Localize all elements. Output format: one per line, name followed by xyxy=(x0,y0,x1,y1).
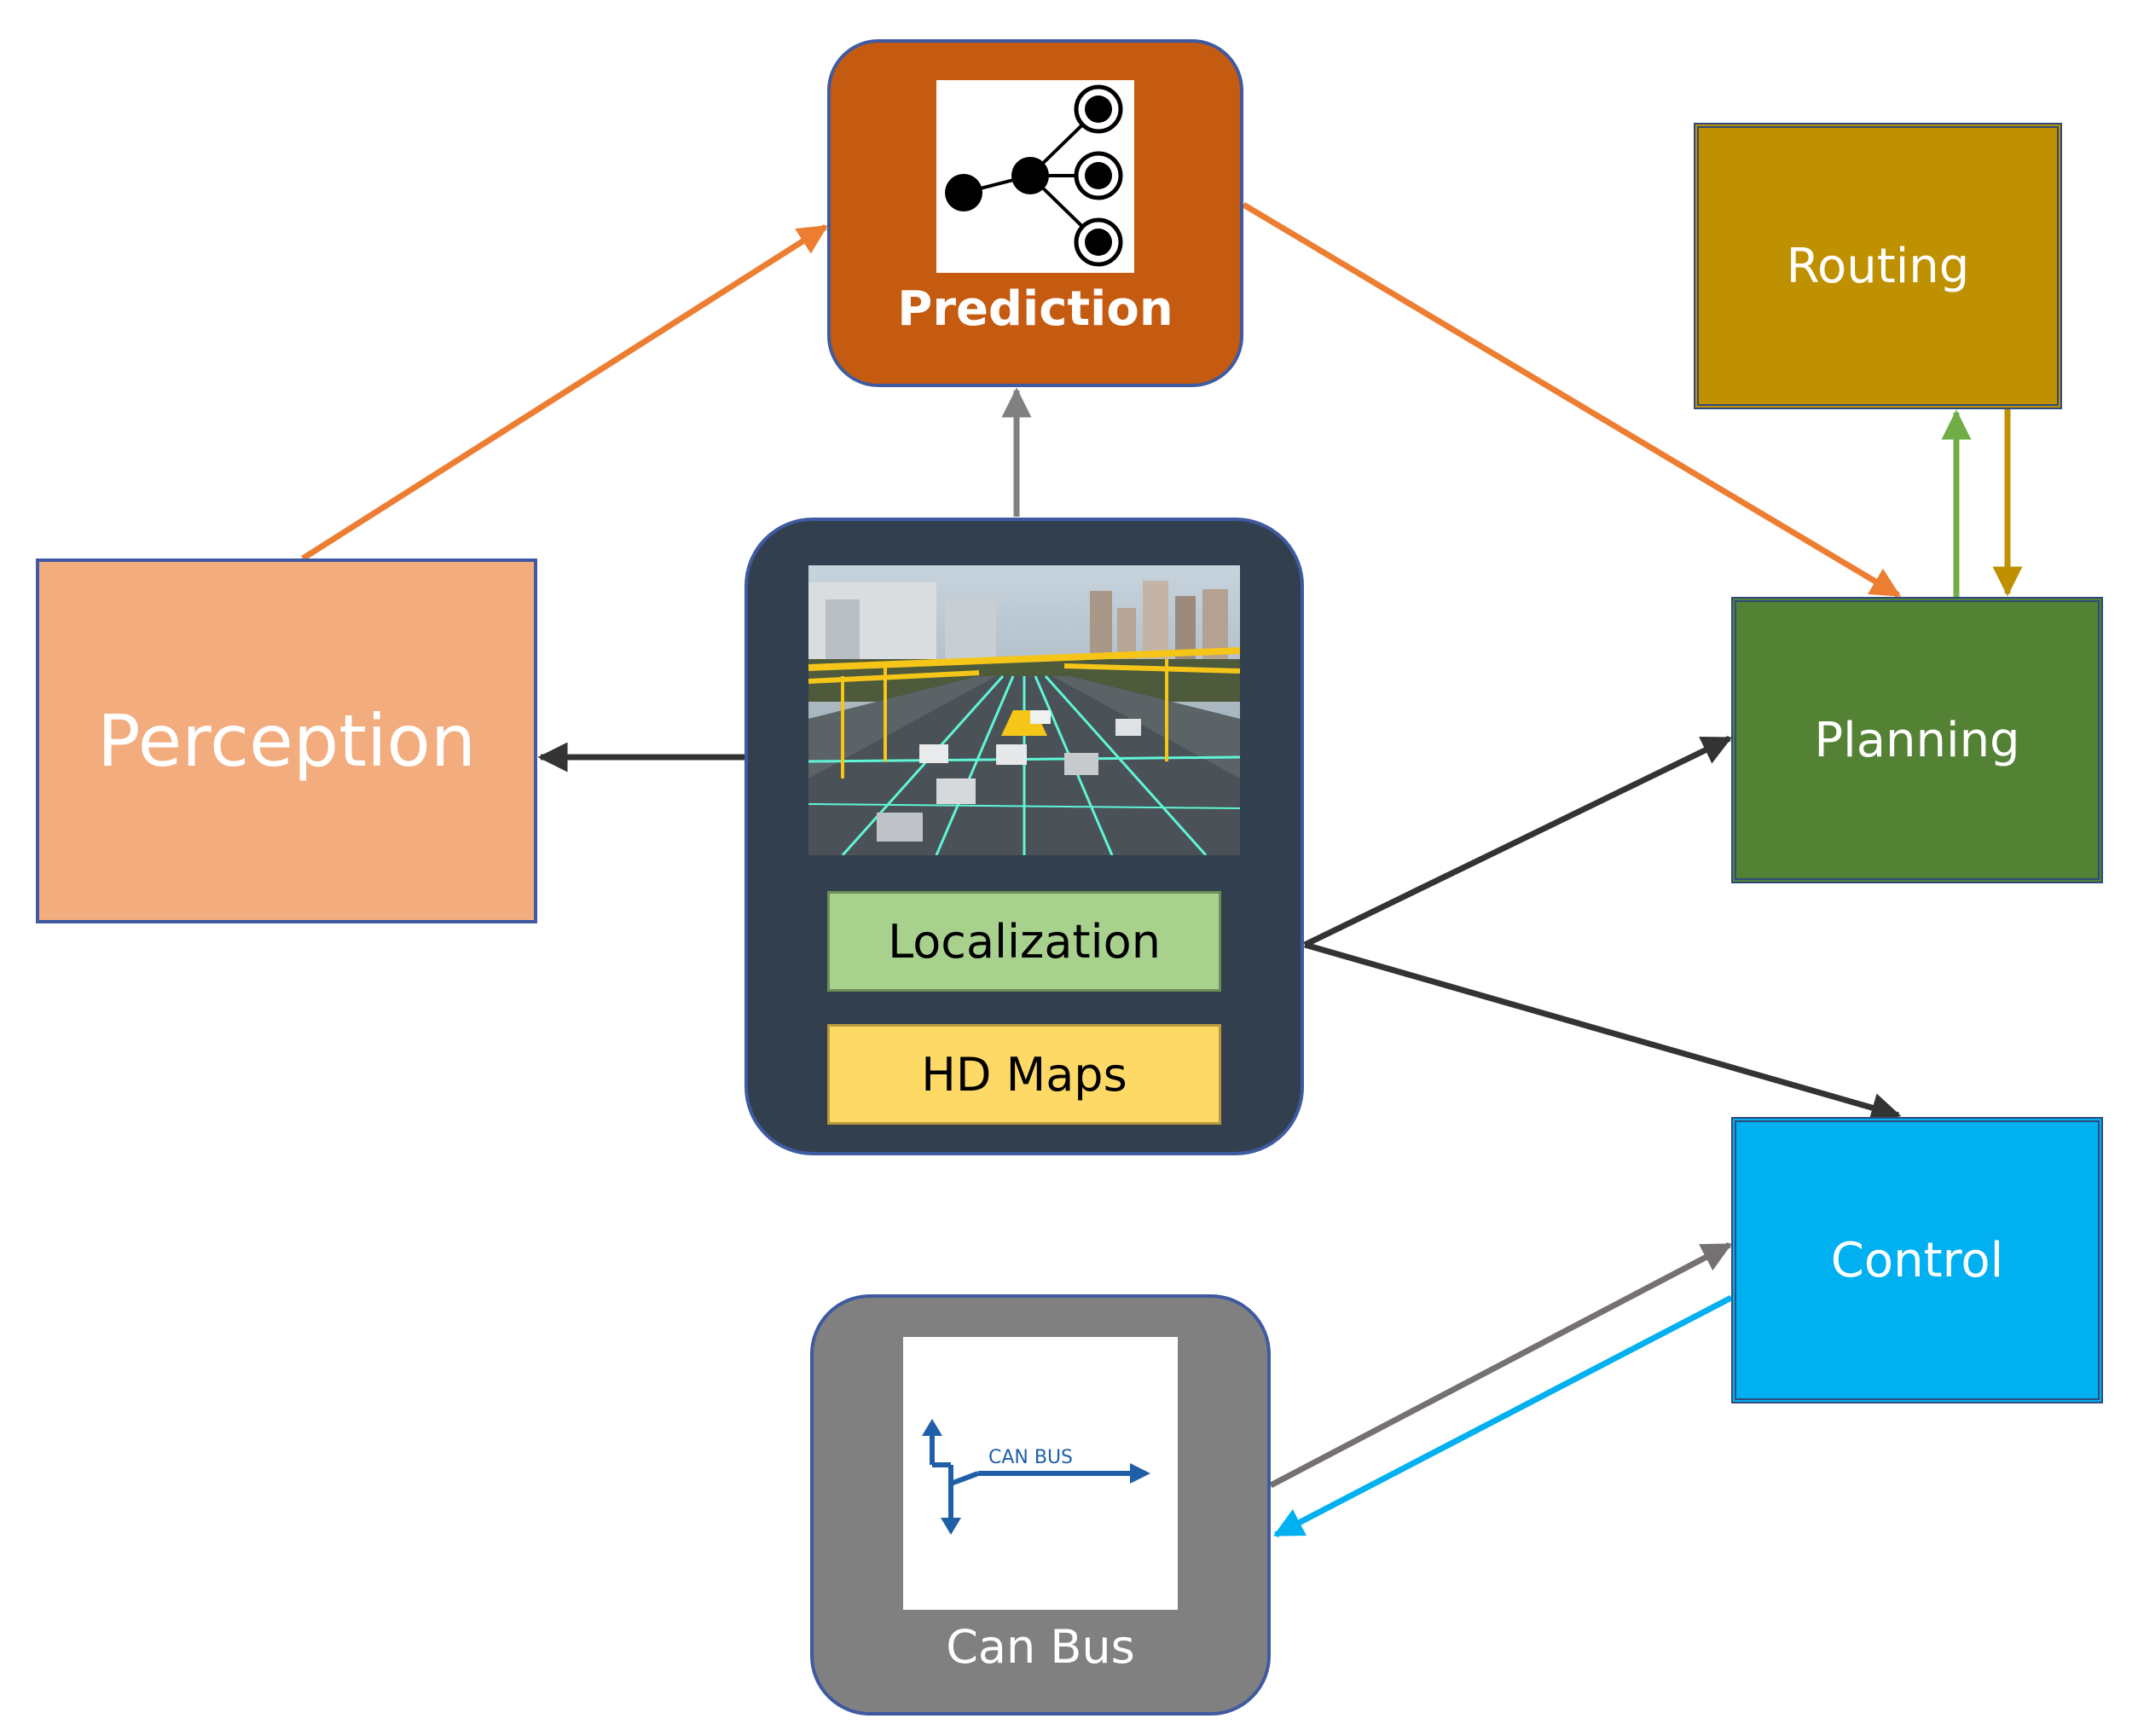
hd-maps-label: HD Maps xyxy=(827,1024,1221,1125)
edge-perception-to-prediction xyxy=(301,224,828,561)
can-bus-node: CAN BUS Can Bus xyxy=(810,1294,1271,1716)
localization-label: Localization xyxy=(827,891,1221,992)
edge-localization-to-planning xyxy=(1303,735,1733,948)
can-bus-icon-text: CAN BUS xyxy=(988,1447,1073,1468)
can-bus-label: Can Bus xyxy=(946,1620,1135,1674)
planning-label: Planning xyxy=(1814,712,2020,768)
control-label: Control xyxy=(1830,1232,2004,1288)
routing-label: Routing xyxy=(1786,238,1970,294)
edge-prediction-to-planning xyxy=(1242,201,1902,599)
perception-node: Perception xyxy=(36,558,537,923)
graph-nodes-icon xyxy=(936,80,1134,273)
localization-block: Localization HD Maps xyxy=(745,518,1304,1155)
road-lane-map-photo xyxy=(808,565,1241,857)
routing-node: Routing xyxy=(1694,123,2062,409)
planning-node: Planning xyxy=(1731,597,2103,883)
edge-canbus-to-control xyxy=(1269,1241,1733,1489)
control-node: Control xyxy=(1731,1117,2103,1403)
can-bus-icon: CAN BUS xyxy=(903,1337,1178,1610)
edge-localization-to-control xyxy=(1304,941,1902,1123)
perception-label: Perception xyxy=(96,699,477,783)
prediction-node: Prediction xyxy=(827,39,1243,387)
edge-control-to-canbus xyxy=(1272,1294,1733,1538)
prediction-label: Prediction xyxy=(897,281,1173,337)
